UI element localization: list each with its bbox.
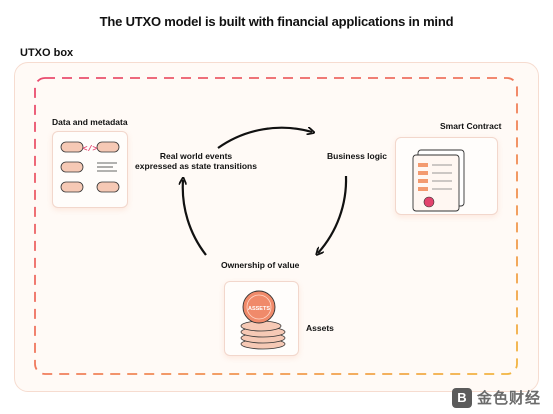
utxo-dashed-border [34, 77, 518, 375]
coin-stack-icon: ASSETS [240, 290, 286, 350]
utxo-box-label: UTXO box [20, 47, 74, 59]
watermark: B 金色财经 [451, 387, 541, 408]
business-logic-label: Business logic [327, 151, 387, 161]
events-label: Real world events expressed as state tra… [132, 151, 260, 171]
code-glyph: </> [83, 145, 98, 154]
arrow-business-to-ownership [318, 175, 348, 253]
events-label-line2: expressed as state transitions [135, 161, 257, 171]
watermark-logo-icon: B [451, 387, 472, 408]
data-metadata-card: </> [52, 131, 128, 208]
coin-label: ASSETS [248, 306, 270, 312]
assets-card: ASSETS [224, 281, 299, 356]
contract-document-icon [412, 149, 465, 212]
data-metadata-icon: </> [60, 141, 120, 193]
smart-contract-card [395, 137, 498, 215]
events-label-line1: Real world events [159, 151, 233, 161]
assets-label: Assets [306, 323, 334, 333]
diagram-title: The UTXO model is built with financial a… [99, 14, 454, 29]
watermark-text: 金色财经 [476, 390, 541, 407]
smart-contract-label: Smart Contract [440, 121, 502, 131]
data-metadata-label: Data and metadata [52, 117, 128, 127]
arrow-events-to-business [217, 126, 312, 149]
ownership-label: Ownership of value [221, 260, 300, 270]
arrow-ownership-to-events [183, 180, 207, 256]
